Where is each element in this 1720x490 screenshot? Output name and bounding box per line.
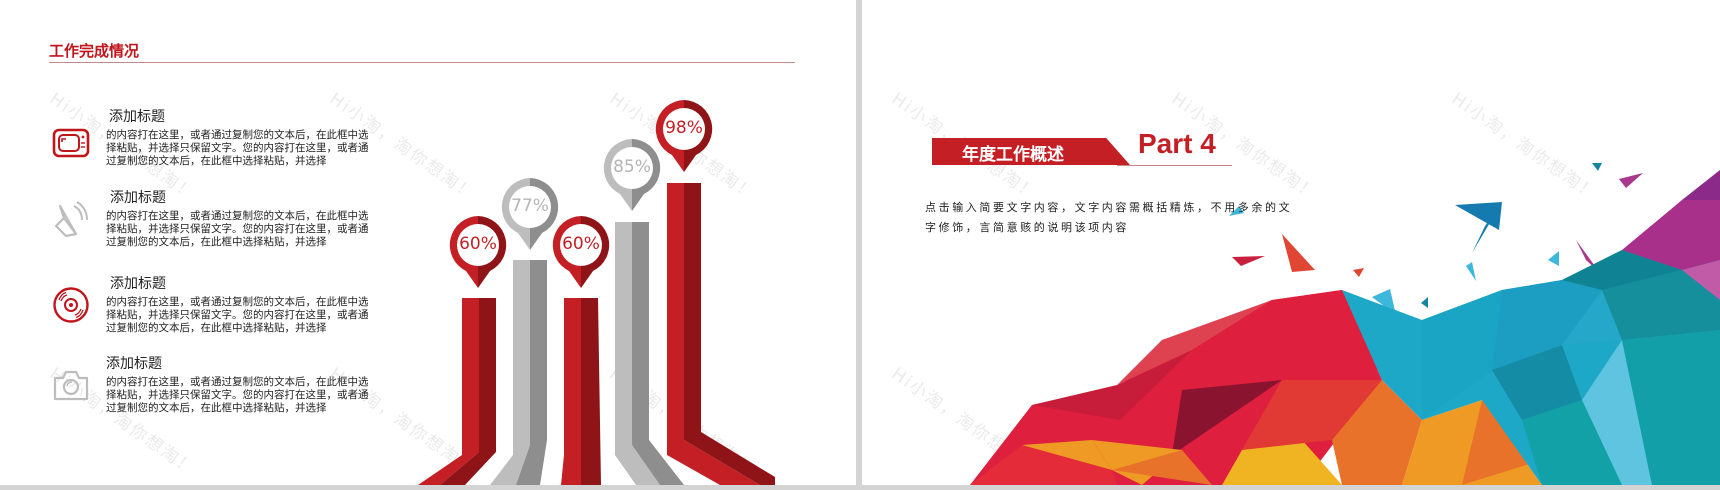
- slide-part-4[interactable]: Hi小淘，淘你想淘！ Hi小淘，淘你想淘！ Hi小淘，淘你想淘！ Hi小淘，淘你…: [862, 0, 1720, 485]
- title-underline: [49, 62, 795, 63]
- description-text: 点击输入简要文字内容，文字内容需概括精炼，不用多余的文 字修饰，言简意赅的说明该…: [925, 198, 1305, 238]
- bar-2-label: 77%: [511, 196, 549, 216]
- item-title: 添加标题: [110, 276, 166, 292]
- bar-1: [418, 298, 496, 485]
- bar-3: [561, 298, 601, 485]
- item-body: 的内容打在这里，或者通过复制您的文本后，在此框中选择粘贴，并选择只保留文字。您的…: [106, 376, 369, 414]
- part-underline: [1117, 165, 1232, 166]
- section-title: 工作完成情况: [49, 42, 140, 60]
- pin-3: [552, 216, 610, 288]
- disc-icon: [53, 287, 89, 323]
- part-label: Part 4: [1138, 128, 1216, 159]
- pin-2: [501, 178, 559, 250]
- bar-4: [615, 222, 684, 485]
- slide-work-completion[interactable]: Hi小淘，淘你想淘！ Hi小淘，淘你想淘！ Hi小淘，淘你想淘！ Hi小淘，淘你…: [0, 0, 856, 485]
- item-body: 的内容打在这里，或者通过复制您的文本后，在此框中选择粘贴，并选择只保留文字。您的…: [106, 210, 369, 248]
- bar-2: [490, 260, 547, 485]
- item-title: 添加标题: [110, 190, 166, 206]
- description-line-1: 点击输入简要文字内容，文字内容需概括精炼，不用多余的文: [925, 201, 1293, 214]
- item-title: 添加标题: [106, 356, 162, 372]
- completion-bar-chart: [418, 100, 775, 485]
- bar-1-label: 60%: [459, 234, 497, 254]
- bar-5-label: 98%: [665, 118, 703, 138]
- bar-5: [667, 183, 775, 485]
- bar-4-label: 85%: [613, 157, 651, 177]
- tv-icon: [52, 128, 90, 158]
- pin-5: [655, 100, 713, 172]
- pin-4: [603, 139, 661, 211]
- item-body: 的内容打在这里，或者通过复制您的文本后，在此框中选择粘贴，并选择只保留文字。您的…: [106, 296, 369, 334]
- low-poly-decoration: [970, 163, 1720, 485]
- section-banner: [932, 138, 1130, 165]
- bar-3-label: 60%: [562, 234, 600, 254]
- camera-icon: [53, 370, 89, 401]
- item-body: 的内容打在这里，或者通过复制您的文本后，在此框中选择粘贴，并选择只保留文字。您的…: [106, 129, 369, 167]
- banner-title: 年度工作概述: [962, 145, 1064, 165]
- item-title: 添加标题: [109, 109, 165, 125]
- description-line-2: 字修饰，言简意赅的说明该项内容: [925, 221, 1129, 234]
- pin-1: [449, 216, 507, 288]
- speaker-icon: [54, 201, 88, 238]
